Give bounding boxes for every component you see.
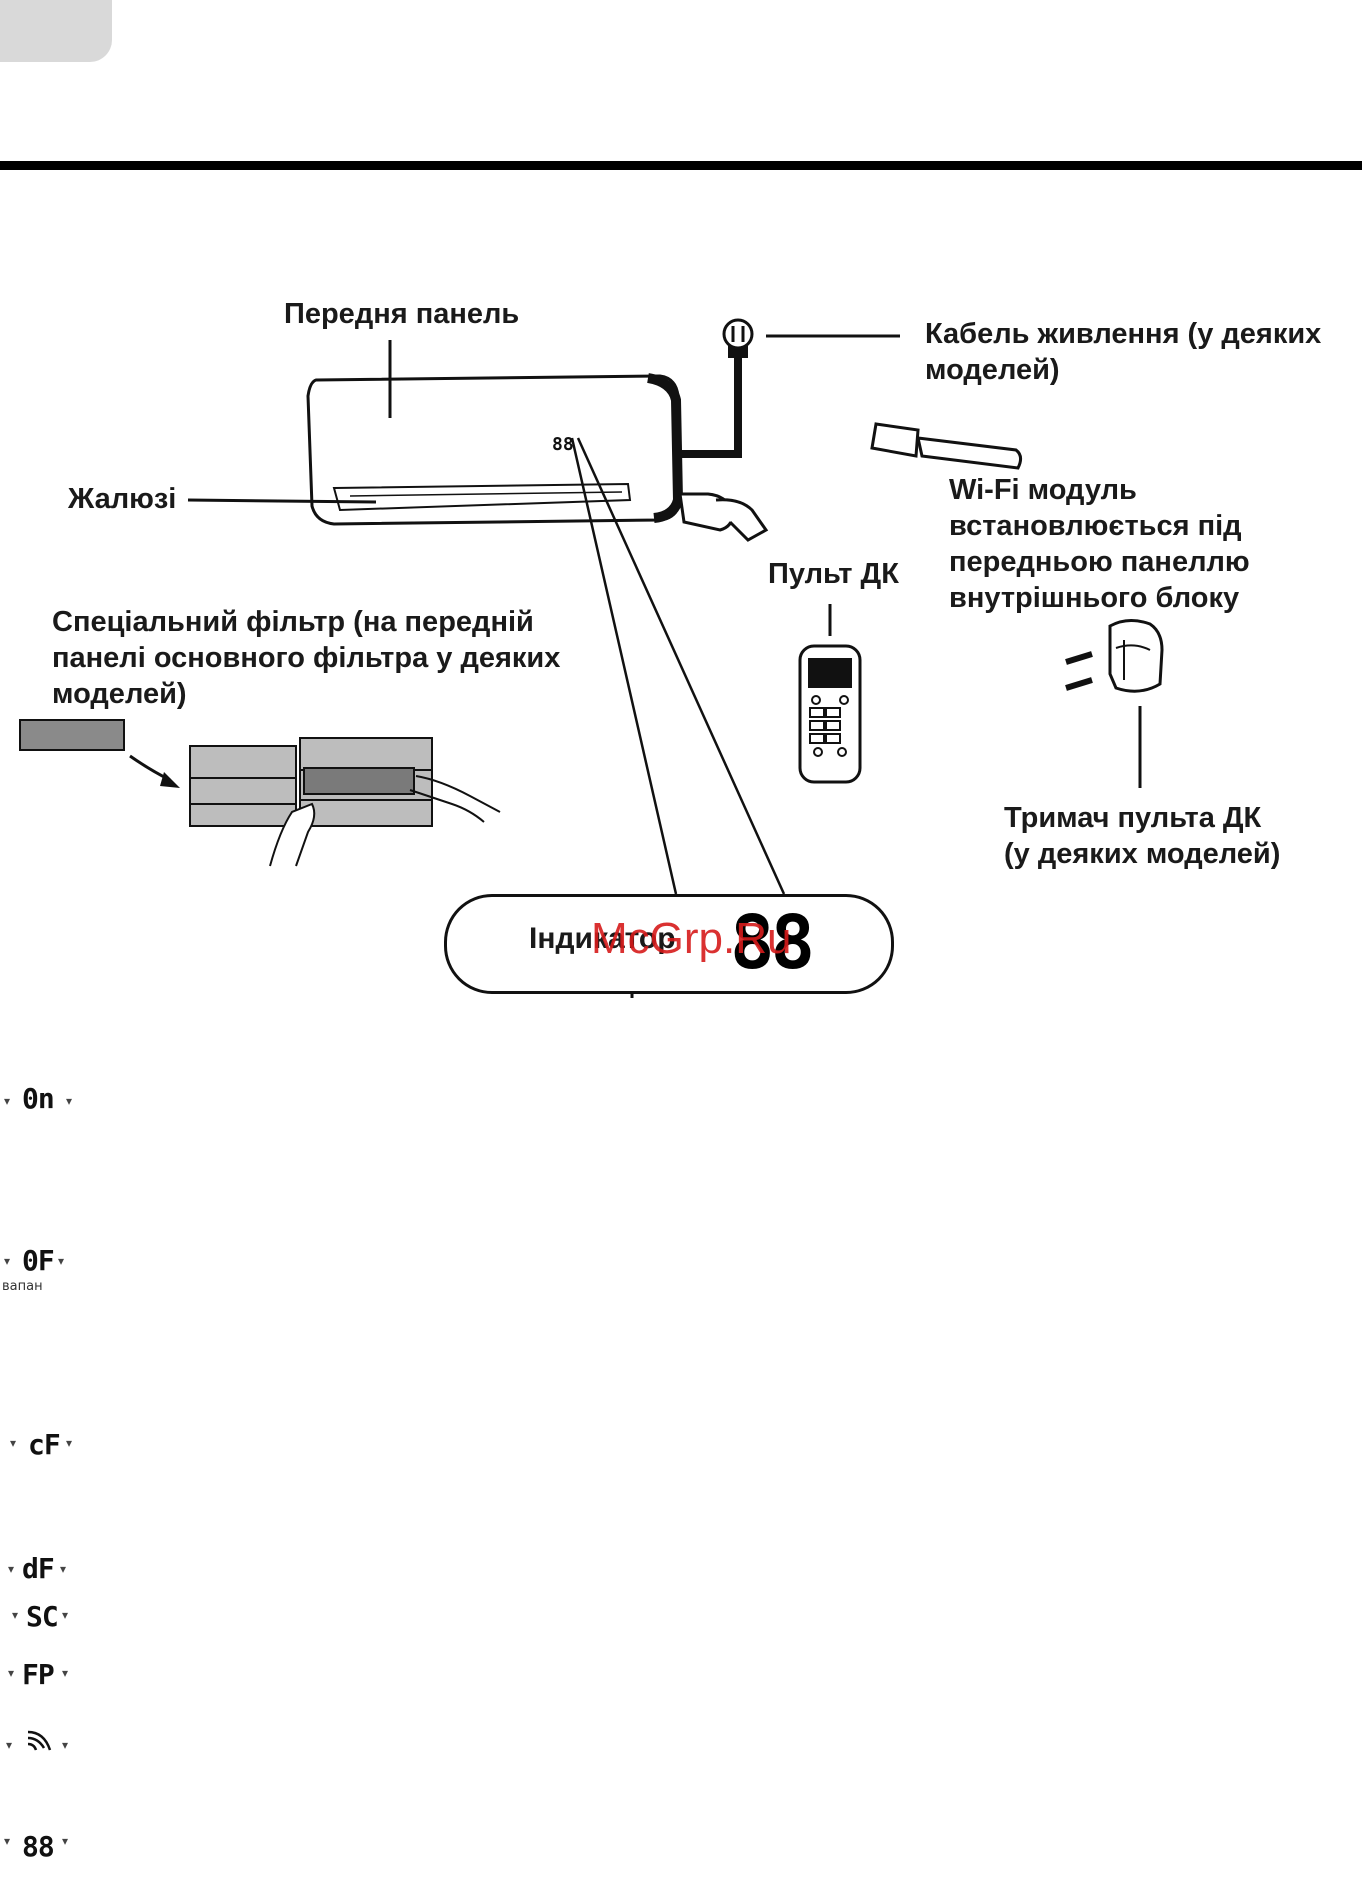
indicator-callout: [444, 894, 894, 994]
remote-control-illustration: [798, 604, 862, 784]
remote-label: Пульт ДК: [768, 558, 899, 590]
wifi-module-label-line-3: передньою панеллю: [949, 546, 1250, 578]
display-code-text: 0n: [22, 1082, 55, 1115]
special-filter-label-line-3: моделей): [52, 678, 187, 710]
display-code-text: 88: [22, 1830, 55, 1863]
indicator-digits: 88: [730, 900, 815, 986]
wifi-module-label-line-1: Wi-Fi модуль: [949, 474, 1137, 506]
watermark: McGrp.Ru: [591, 914, 792, 963]
remote-holder-label-line-2: (у деяких моделей): [1004, 838, 1281, 870]
wifi-module-label: Wi-Fi модуль встановлюється під передньо…: [949, 472, 1250, 616]
display-code-off-note: вапан: [2, 1279, 43, 1294]
special-filter-label-line-1: Спеціальний фільтр (на передній: [52, 606, 534, 638]
remote-holder-label-line-1: Тримач пульта ДК: [1004, 802, 1262, 834]
special-filter-label: Спеціальний фільтр (на передній панелі о…: [52, 604, 560, 712]
display-code-text: dF: [22, 1552, 55, 1585]
power-cable-label-line-1: Кабель живлення (у деяких: [925, 318, 1322, 350]
wifi-module-illustration: [870, 422, 1023, 470]
special-filter-label-line-2: панелі основного фільтра у деяких: [52, 642, 561, 674]
remote-holder-label: Тримач пульта ДК (у деяких моделей): [1004, 800, 1280, 872]
display-code-text: cF: [28, 1428, 61, 1461]
drain-pipe-illustration: [678, 492, 769, 542]
louvers-label: Жалюзі: [68, 483, 177, 515]
wifi-module-label-line-2: встановлюється під: [949, 510, 1242, 542]
page-tab-marker: [0, 0, 112, 62]
wifi-module-label-line-4: внутрішнього блоку: [949, 582, 1240, 614]
indoor-unit-illustration: 88: [306, 373, 684, 526]
front-panel-label: Передня панель: [284, 298, 520, 330]
display-code-wifi: ▾ ▾: [0, 1726, 80, 1766]
special-filter-illustration: [19, 719, 501, 867]
display-code-text: 0F: [22, 1244, 55, 1277]
power-cable-label: Кабель живлення (у деяких моделей): [925, 316, 1321, 388]
power-cable-illustration: [682, 318, 900, 458]
svg-text:88: 88: [552, 434, 574, 455]
remote-holder-illustration: [1065, 619, 1164, 788]
indicator-label: Індикатор: [529, 922, 676, 955]
display-code-text: SC: [26, 1600, 59, 1633]
power-cable-label-line-2: моделей): [925, 354, 1060, 386]
wifi-icon: [27, 1730, 52, 1751]
header-rule: [0, 161, 1362, 170]
display-code-text: FP: [22, 1658, 55, 1691]
